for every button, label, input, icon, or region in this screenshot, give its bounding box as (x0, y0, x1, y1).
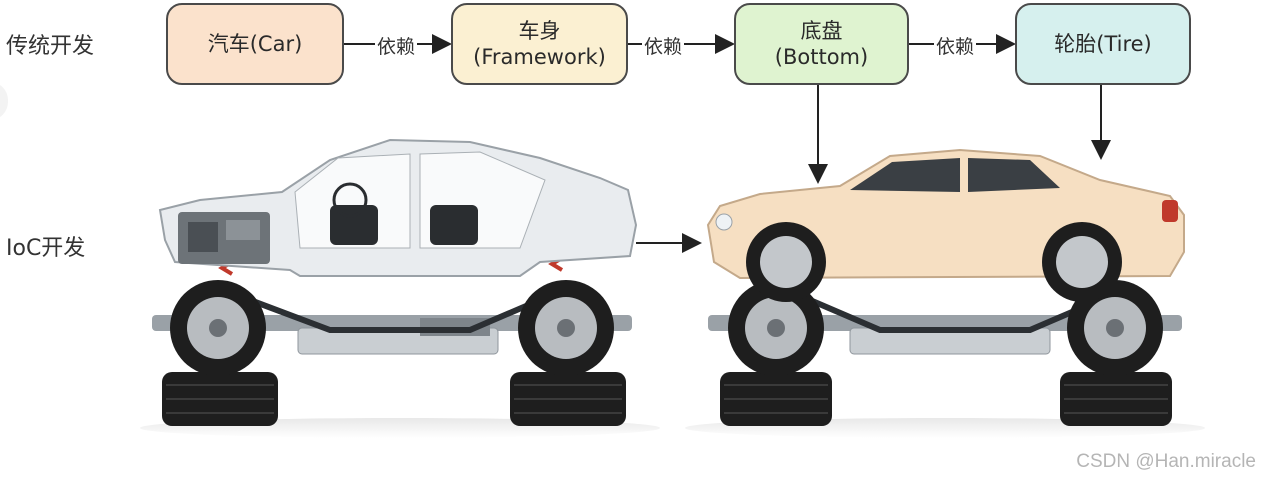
node-car-line1: 汽车(Car) (207, 31, 303, 56)
edge-label-2: 依赖 (642, 32, 685, 59)
node-bottom: 底盘 (Bottom) (734, 3, 909, 85)
node-framework-line2: (Framework) (473, 45, 606, 69)
node-car: 汽车(Car) (166, 3, 344, 85)
row-label-ioc: IoC开发 (6, 236, 86, 261)
node-framework-line1: 车身 (518, 18, 561, 43)
edge-label-1: 依赖 (375, 32, 418, 59)
node-tire: 轮胎(Tire) (1015, 3, 1191, 85)
exploded-car-illustration (140, 138, 660, 438)
node-tire-line1: 轮胎(Tire) (1054, 31, 1152, 56)
node-bottom-line2: (Bottom) (774, 45, 869, 69)
side-tab[interactable] (0, 82, 8, 120)
edge-label-3: 依赖 (934, 32, 977, 59)
row-label-traditional: 传统开发 (6, 34, 95, 59)
assembled-car-illustration (685, 148, 1205, 438)
node-bottom-line1: 底盘 (800, 18, 843, 43)
watermark: CSDN @Han.miracle (1076, 451, 1256, 472)
node-framework: 车身 (Framework) (451, 3, 628, 85)
